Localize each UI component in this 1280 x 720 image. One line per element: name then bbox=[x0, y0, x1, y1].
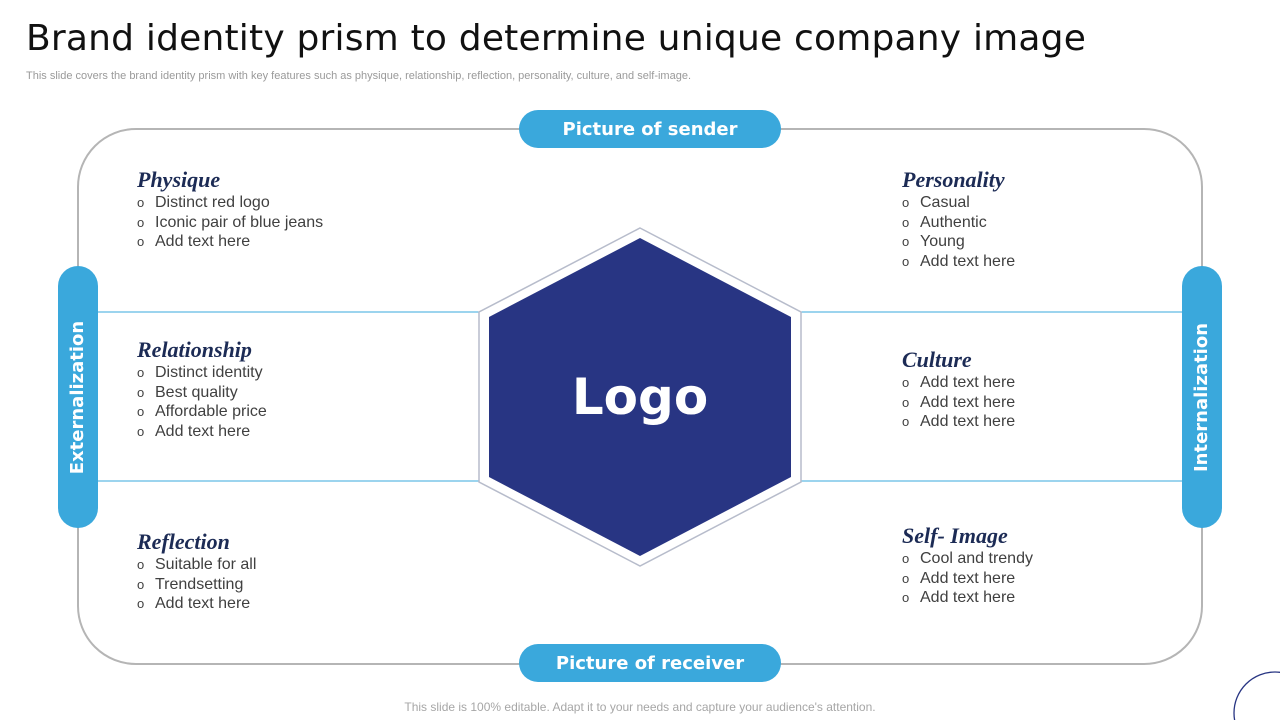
personality-heading: Personality bbox=[902, 167, 1005, 192]
physique-heading: Physique bbox=[137, 167, 221, 192]
relationship-list: Distinct identity Best quality Affordabl… bbox=[137, 363, 267, 441]
relationship-section: Relationship Distinct identity Best qual… bbox=[137, 337, 267, 441]
page-title: Brand identity prism to determine unique… bbox=[26, 18, 1087, 59]
externalization-pill: Externalization bbox=[58, 266, 98, 528]
culture-list: Add text here Add text here Add text her… bbox=[902, 373, 1015, 432]
list-item: Trendsetting bbox=[137, 575, 256, 595]
reflection-section: Reflection Suitable for all Trendsetting… bbox=[137, 529, 256, 614]
list-item: Distinct identity bbox=[137, 363, 267, 383]
reflection-list: Suitable for all Trendsetting Add text h… bbox=[137, 555, 256, 614]
personality-list: Casual Authentic Young Add text here bbox=[902, 193, 1015, 271]
list-item: Add text here bbox=[137, 232, 323, 252]
culture-heading: Culture bbox=[902, 347, 972, 372]
list-item: Add text here bbox=[902, 569, 1033, 589]
list-item: Authentic bbox=[902, 213, 1015, 233]
picture-of-receiver-pill: Picture of receiver bbox=[519, 644, 781, 682]
footer-note: This slide is 100% editable. Adapt it to… bbox=[404, 700, 876, 714]
physique-section: Physique Distinct red logo Iconic pair o… bbox=[137, 167, 323, 252]
reflection-heading: Reflection bbox=[137, 529, 230, 554]
internalization-label: Internalization bbox=[1191, 322, 1213, 472]
picture-of-sender-label: Picture of sender bbox=[562, 118, 738, 140]
self-image-heading: Self- Image bbox=[902, 523, 1008, 548]
list-item: Add text here bbox=[902, 412, 1015, 432]
list-item: Affordable price bbox=[137, 402, 267, 422]
self-image-list: Cool and trendy Add text here Add text h… bbox=[902, 549, 1033, 608]
list-item: Add text here bbox=[137, 594, 256, 614]
list-item: Add text here bbox=[902, 588, 1033, 608]
list-item: Best quality bbox=[137, 383, 267, 403]
internalization-pill: Internalization bbox=[1182, 266, 1222, 528]
list-item: Add text here bbox=[902, 393, 1015, 413]
logo-label: Logo bbox=[571, 368, 709, 426]
personality-section: Personality Casual Authentic Young Add t… bbox=[902, 167, 1015, 271]
picture-of-sender-pill: Picture of sender bbox=[519, 110, 781, 148]
externalization-label: Externalization bbox=[67, 320, 89, 474]
list-item: Add text here bbox=[902, 373, 1015, 393]
relationship-heading: Relationship bbox=[137, 337, 252, 362]
list-item: Add text here bbox=[902, 252, 1015, 272]
culture-section: Culture Add text here Add text here Add … bbox=[902, 347, 1015, 432]
physique-list: Distinct red logo Iconic pair of blue je… bbox=[137, 193, 323, 252]
list-item: Iconic pair of blue jeans bbox=[137, 213, 323, 233]
list-item: Young bbox=[902, 232, 1015, 252]
list-item: Suitable for all bbox=[137, 555, 256, 575]
list-item: Casual bbox=[902, 193, 1015, 213]
page-subtitle: This slide covers the brand identity pri… bbox=[26, 70, 692, 82]
picture-of-receiver-label: Picture of receiver bbox=[555, 652, 745, 674]
logo-hexagon bbox=[489, 238, 791, 556]
list-item: Distinct red logo bbox=[137, 193, 323, 213]
corner-decoration-circle bbox=[1233, 671, 1280, 720]
self-image-section: Self- Image Cool and trendy Add text her… bbox=[902, 523, 1033, 608]
list-item: Cool and trendy bbox=[902, 549, 1033, 569]
list-item: Add text here bbox=[137, 422, 267, 442]
